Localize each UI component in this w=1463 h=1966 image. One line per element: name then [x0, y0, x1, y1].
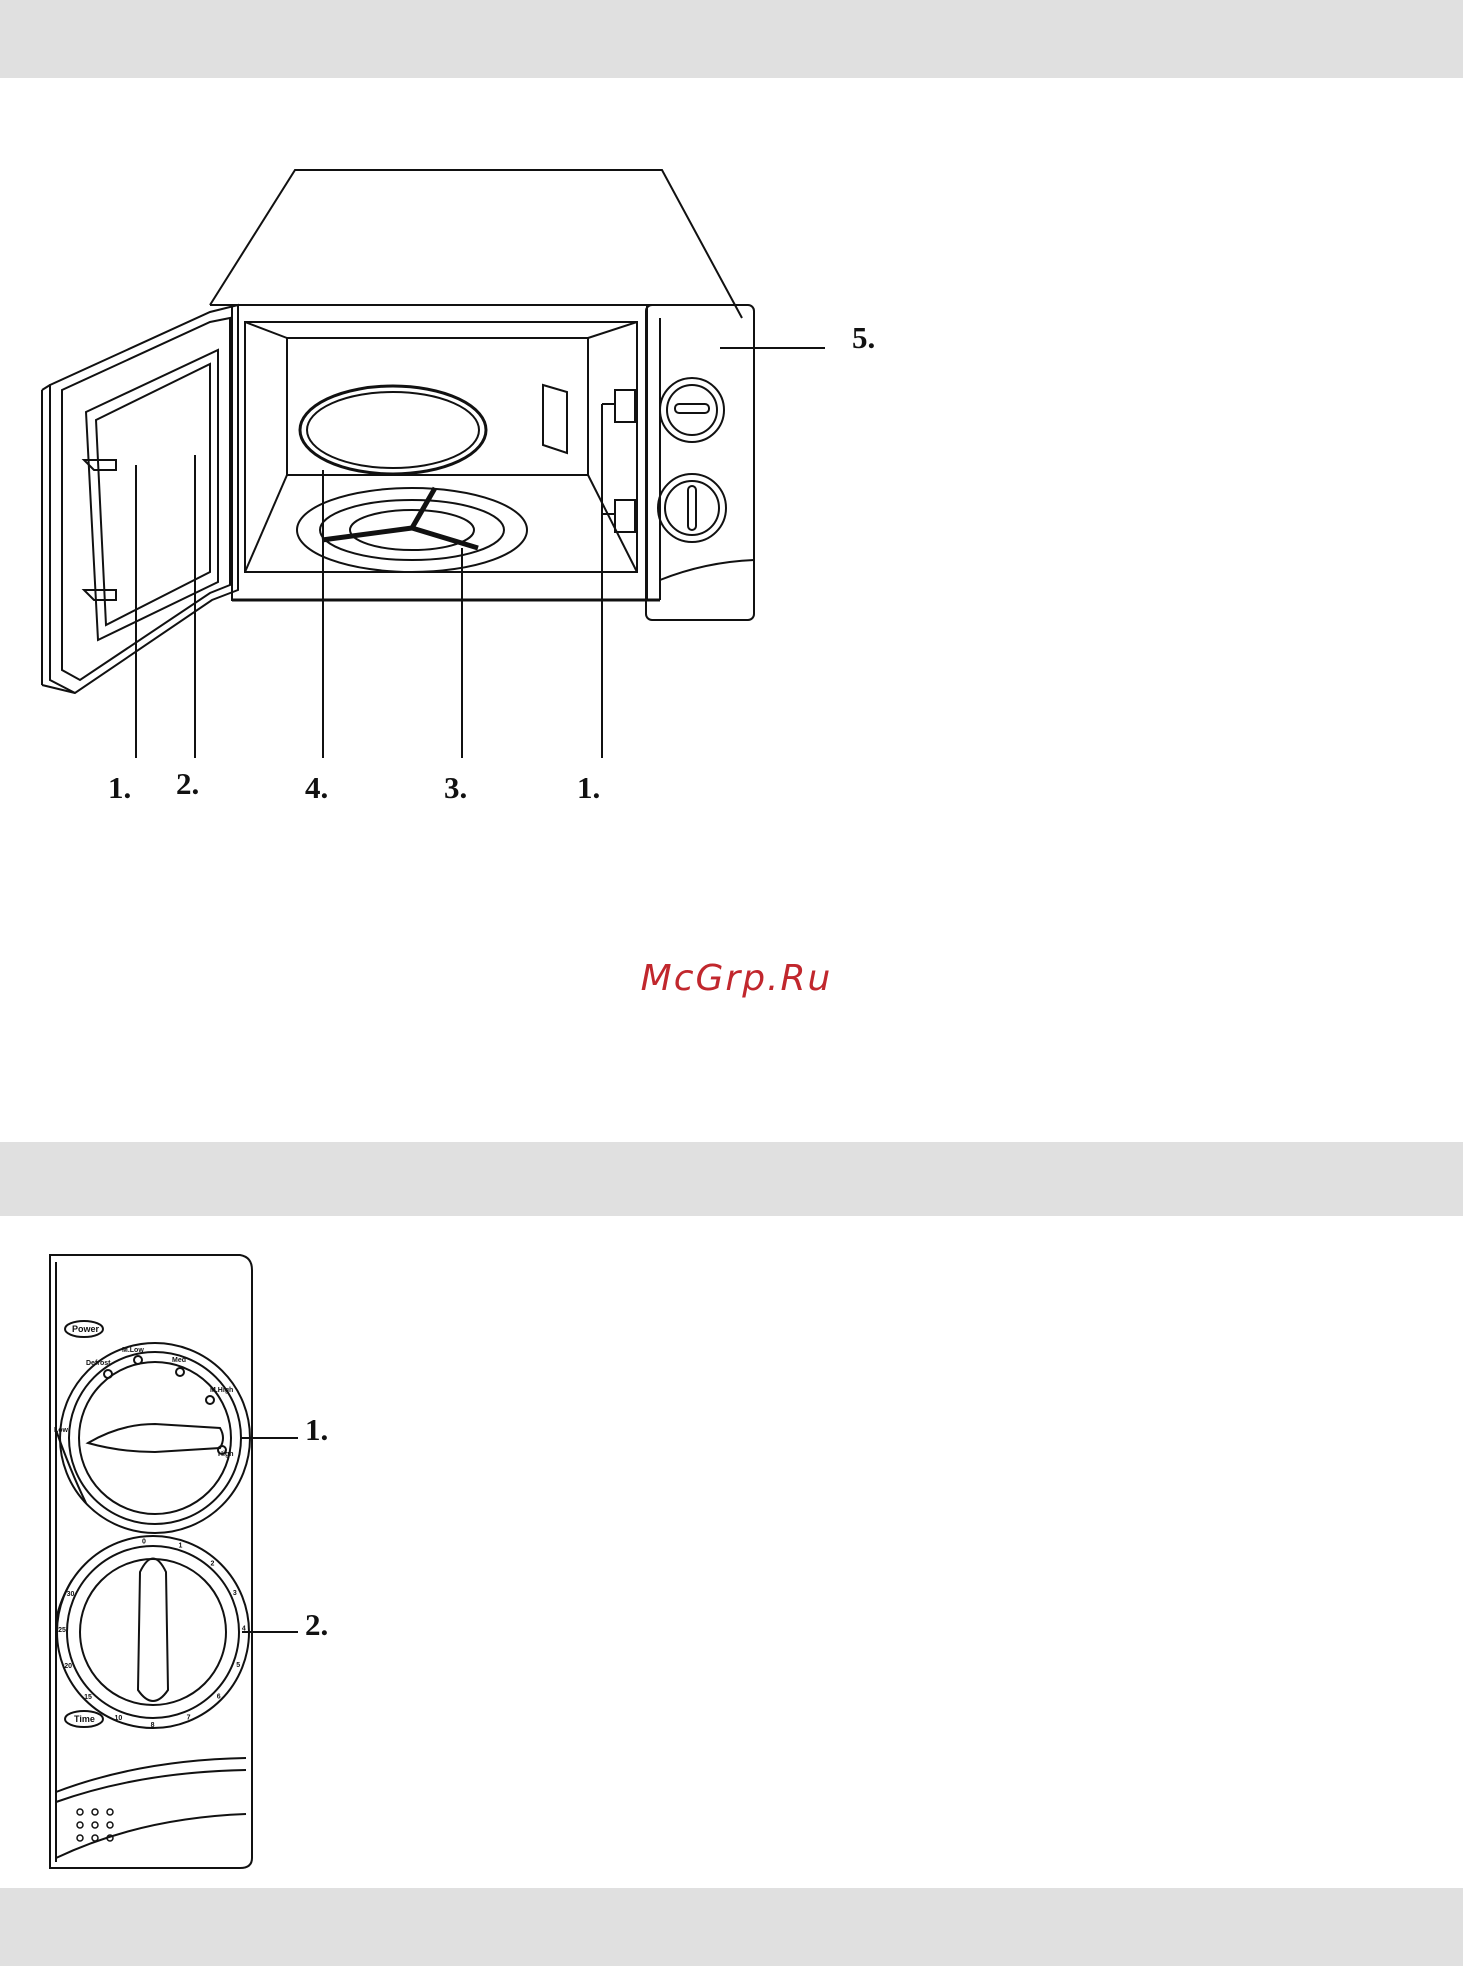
timer-knob-small — [658, 474, 726, 542]
latch-hole-upper — [615, 390, 635, 422]
timer-mark: 8 — [151, 1722, 155, 1729]
callout-power-knob: 1. — [305, 1412, 328, 1447]
power-label: Power — [72, 1324, 100, 1334]
cabinet-top — [210, 170, 742, 318]
callout-door-latch: 1. — [108, 770, 131, 805]
timer-mark: 15 — [84, 1694, 92, 1701]
watermark-text: McGrp.Ru — [0, 958, 1463, 999]
power-knob-small — [660, 378, 724, 442]
vent-holes — [77, 1809, 113, 1841]
timer-mark: 5 — [236, 1662, 240, 1669]
timer-mark: 10 — [115, 1715, 123, 1722]
defrost-label: Defrost — [86, 1360, 111, 1367]
timer-mark: 7 — [187, 1714, 191, 1721]
med-label: Med — [172, 1357, 186, 1364]
callout-timer-knob: 2. — [305, 1607, 328, 1642]
timer-mark: 30 — [67, 1591, 75, 1598]
timer-mark: 2 — [211, 1561, 215, 1568]
timer-mark: 6 — [217, 1693, 221, 1700]
time-label: Time — [74, 1714, 95, 1724]
low-label: Low — [54, 1427, 69, 1434]
callout-latch-holes: 1. — [577, 770, 600, 805]
power-knob — [60, 1343, 250, 1533]
callout-door-window: 2. — [176, 766, 199, 801]
turntable-glass-tray — [300, 386, 486, 474]
latch-hole-lower — [615, 500, 635, 532]
timer-mark: 20 — [64, 1663, 72, 1670]
timer-mark: 4 — [242, 1626, 246, 1633]
door-latch-lower — [84, 590, 116, 600]
timer-mark: 25 — [58, 1627, 66, 1634]
m-high-label: M.High — [210, 1387, 233, 1394]
control-panel-outline — [50, 1255, 252, 1868]
callout-control-panel: 5. — [852, 320, 875, 355]
cabinet-front — [232, 305, 647, 600]
m-low-label: M.Low — [122, 1347, 144, 1354]
high-label: High — [218, 1451, 234, 1458]
callout-turntable-ring: 4. — [305, 770, 328, 805]
control-panel-figure: Power Time Defrost M.Low Med M.High High… — [0, 1240, 1463, 1880]
timer-mark: 1 — [179, 1543, 183, 1550]
section-separator-band — [0, 1142, 1463, 1216]
timer-mark: 0 — [142, 1538, 146, 1545]
timer-mark: 3 — [233, 1590, 237, 1597]
callout-coupler: 3. — [444, 770, 467, 805]
footer-band — [0, 1888, 1463, 1966]
control-panel — [646, 305, 754, 620]
microwave-overview-figure: 1. 2. 4. 3. 1. 5. — [0, 0, 1463, 900]
